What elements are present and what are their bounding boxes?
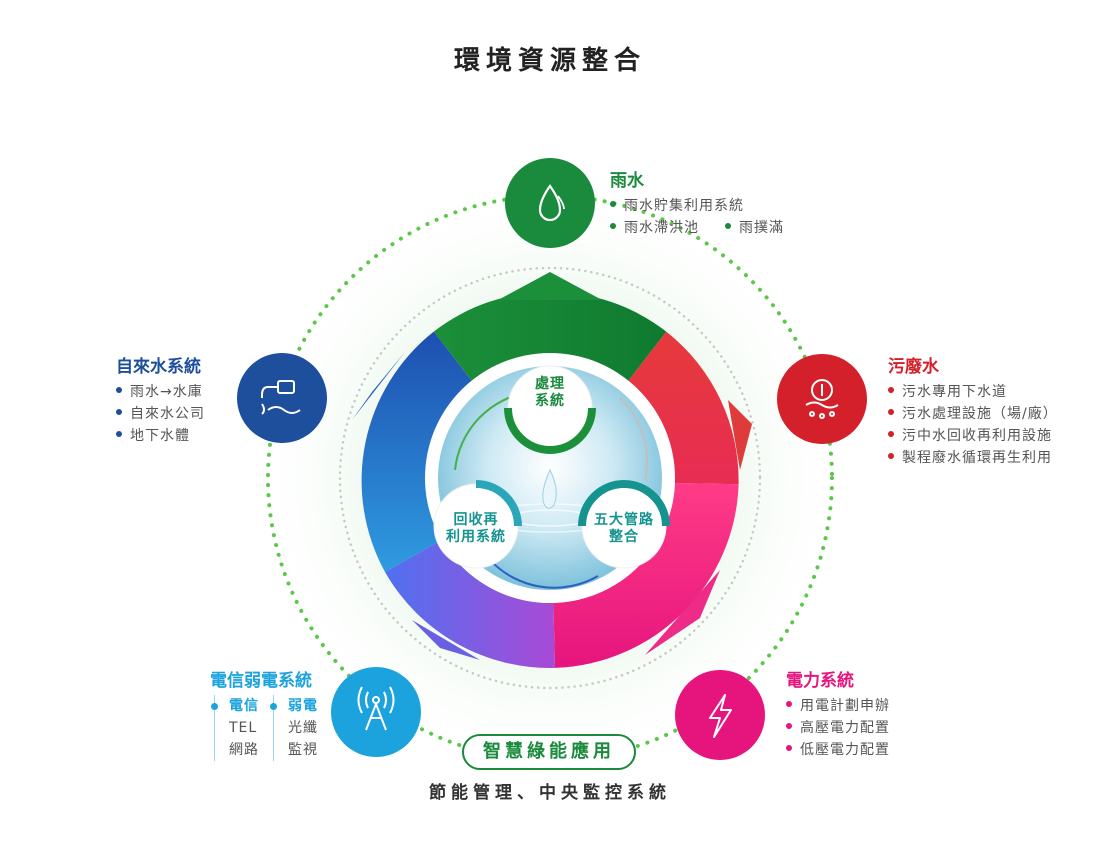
segment-purple-arrow [412, 620, 480, 660]
tapwater-item: 雨水→水庫 [116, 381, 205, 403]
pipelines-circle-accent [578, 479, 670, 527]
tapwater-node [237, 353, 327, 443]
telecom-col2-item: 光纖 [288, 720, 318, 736]
segment-blue [361, 331, 474, 572]
cycle-arc-right [619, 397, 648, 481]
telecom-col1-item: TEL [229, 720, 258, 736]
smart-green-badge: 智慧綠能應用 [462, 734, 636, 770]
sewage-block: 污廢水 污水專用下水道 污水處理設施（場/廠） 污中水回收再利用設施 製程廢水循… [888, 352, 1058, 469]
segment-blue-arrow [352, 352, 405, 420]
sewage-item: 污中水回收再利用設施 [888, 425, 1058, 447]
telecom-block: 電信弱電系統 電信 TEL 網路 弱電 光纖 監視 [210, 666, 318, 761]
processing-circle-accent [504, 407, 596, 454]
processing-label: 處理 系統 [535, 376, 565, 409]
telecom-title: 電信弱電系統 [210, 671, 312, 691]
rainwater-item-row: 雨水滯洪池 雨撲滿 [610, 217, 784, 239]
segment-purple [385, 540, 555, 668]
page-title: 環境資源整合 [453, 46, 646, 76]
power-title: 電力系統 [786, 671, 854, 691]
power-item: 高壓電力配置 [786, 717, 890, 739]
footer-caption: 節能管理、中央監控系統 [429, 783, 671, 803]
inner-dotted-ring [338, 266, 762, 690]
segment-ring [352, 272, 752, 668]
rainwater-title: 雨水 [610, 171, 644, 191]
segment-pink [553, 483, 739, 668]
power-item: 用電計劃申辦 [786, 695, 890, 717]
sewage-pipe-icon [805, 379, 839, 419]
pipelines-label: 五大管路 整合 [594, 512, 654, 545]
tapwater-block: 自來水系統 雨水→水庫 自來水公司 地下水體 [116, 352, 205, 447]
power-block: 電力系統 用電計劃申辦 高壓電力配置 低壓電力配置 [786, 666, 890, 761]
telecom-col1-item: 網路 [229, 742, 259, 758]
power-item: 低壓電力配置 [786, 739, 890, 761]
rainwater-block: 雨水 雨水貯集利用系統 雨水滯洪池 雨撲滿 [610, 166, 784, 239]
telecom-column-1: 電信 TEL 網路 [211, 695, 259, 761]
recycle-label: 回收再 利用系統 [446, 512, 506, 545]
telecom-col2-head: 弱電 [270, 695, 318, 717]
segment-green-arrow [498, 272, 602, 300]
lightning-icon [709, 694, 732, 738]
antenna-tower-icon [357, 686, 395, 731]
sewage-title: 污廢水 [888, 357, 939, 377]
segment-pink-arrow [645, 570, 720, 655]
tapwater-item: 自來水公司 [116, 403, 205, 425]
telecom-column-2: 弱電 光纖 監視 [270, 695, 318, 761]
faucet-icon [261, 380, 301, 415]
sewage-item: 污水專用下水道 [888, 381, 1058, 403]
tapwater-item: 地下水體 [116, 425, 205, 447]
segment-green [433, 291, 667, 383]
water-splash-drop [542, 468, 557, 509]
segment-red [626, 331, 739, 485]
power-node [675, 670, 765, 760]
recycle-circle-accent [475, 480, 522, 527]
segment-red-arrow [728, 400, 752, 470]
telecom-col2-item: 監視 [288, 742, 318, 758]
sewage-item: 污水處理設施（場/廠） [888, 403, 1058, 425]
water-drop-icon [538, 184, 562, 222]
rainwater-node [505, 158, 595, 248]
telecom-col1-head: 電信 [211, 695, 259, 717]
sewage-node [777, 354, 867, 444]
telecom-node [331, 667, 421, 757]
tapwater-title: 自來水系統 [116, 357, 201, 377]
rainwater-item: 雨水貯集利用系統 [610, 195, 784, 217]
cycle-arc-bottom [489, 559, 599, 589]
sewage-item: 製程廢水循環再生利用 [888, 447, 1058, 469]
